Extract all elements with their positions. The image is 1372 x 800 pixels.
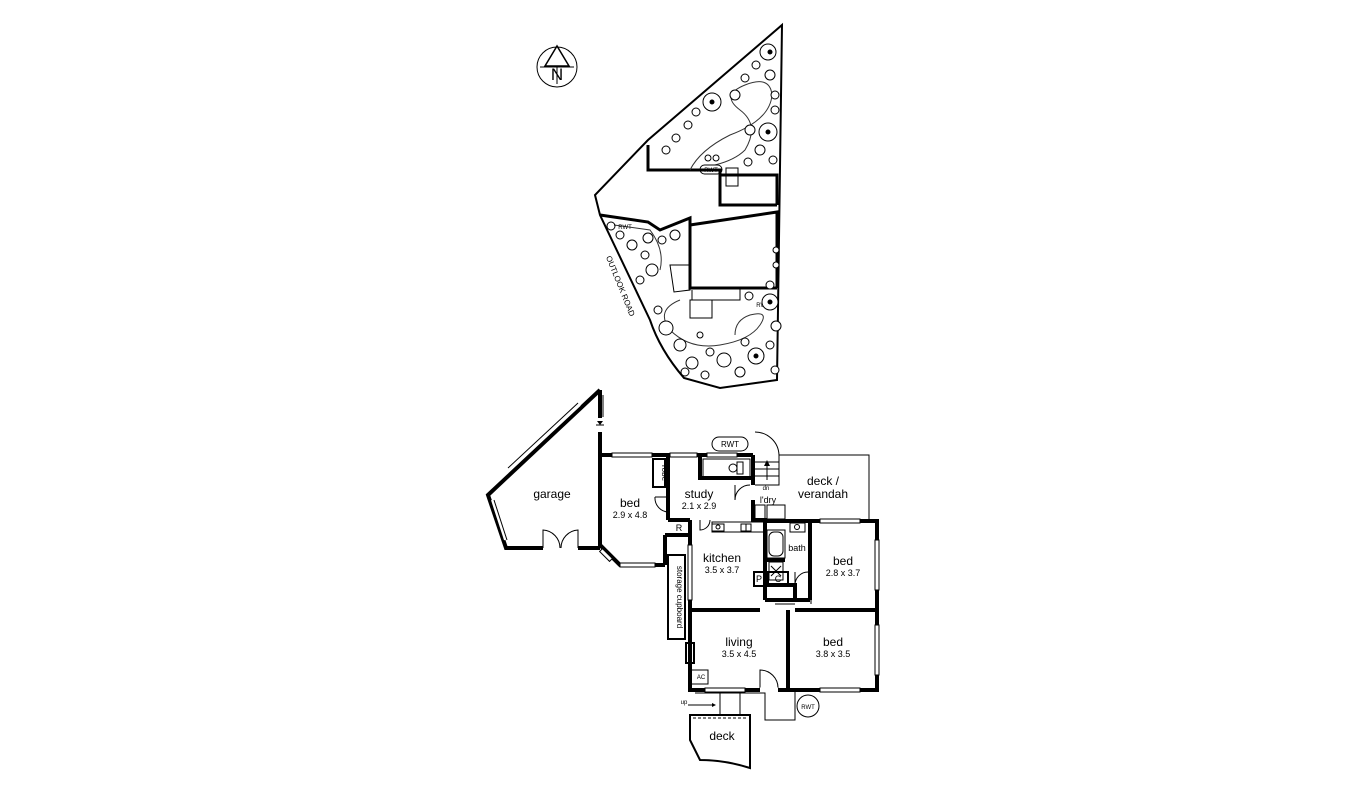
room-label-bed2: bed xyxy=(833,554,853,568)
entry-deck xyxy=(688,690,796,770)
mark-up: up xyxy=(681,700,688,706)
room-label-kitchen: kitchen xyxy=(703,551,741,565)
laundry xyxy=(754,504,786,521)
garden-path xyxy=(689,81,773,171)
room-label-deck-verandah-1: deck / xyxy=(807,474,840,488)
svg-text:RWT: RWT xyxy=(618,225,632,231)
pantry-box xyxy=(753,571,765,587)
room-label-study: study xyxy=(685,487,714,501)
deck-verandah-outline xyxy=(779,454,870,521)
room-size-living: 3.5 x 4.5 xyxy=(722,649,757,659)
room-size-kitchen: 3.5 x 3.7 xyxy=(705,565,740,575)
room-label-deck-verandah-2: verandah xyxy=(798,487,848,501)
storage-label: storage cupboard xyxy=(675,566,684,628)
robe-label: robe xyxy=(660,465,669,482)
storage-cupboard xyxy=(667,554,686,640)
garden-trees xyxy=(615,43,782,380)
ac-unit-box xyxy=(689,669,709,685)
flow-arrows xyxy=(775,596,812,605)
rwt-tank-top xyxy=(711,436,749,452)
cupboard-box xyxy=(767,571,789,587)
doors xyxy=(654,484,809,693)
compass-letter: N xyxy=(551,65,563,84)
room-size-bed2: 2.8 x 3.7 xyxy=(826,568,861,578)
garage xyxy=(485,388,665,567)
room-label-bed3: bed xyxy=(823,635,843,649)
room-size-bed1: 2.9 x 4.8 xyxy=(613,510,648,520)
rwt-tank-bottom xyxy=(796,694,820,718)
robe-cupboard xyxy=(652,458,666,488)
mark-ac: AC xyxy=(697,675,706,681)
room-label-bath: bath xyxy=(788,543,806,553)
svg-text:RWT: RWT xyxy=(721,440,739,449)
room-label-deck: deck xyxy=(709,729,735,743)
room-label-laundry: l'dry xyxy=(760,495,777,505)
mark-dn: dn xyxy=(763,486,770,492)
stairs-down-icon xyxy=(754,431,780,486)
room-label-living: living xyxy=(725,635,752,649)
site-plan: N RWT RWT RWT xyxy=(536,22,784,390)
svg-text:RWT: RWT xyxy=(801,705,815,711)
room-label-bed1: bed xyxy=(620,496,640,510)
room-size-study: 2.1 x 2.9 xyxy=(682,501,717,511)
mark-p: P xyxy=(756,574,762,584)
compass-icon: N xyxy=(536,44,578,88)
kitchen-bench xyxy=(711,521,766,533)
street-label: OUTLOOK ROAD xyxy=(604,254,637,317)
windows xyxy=(598,452,880,693)
heater-icon xyxy=(685,642,695,664)
svg-text:RWT: RWT xyxy=(704,168,718,174)
mark-c: C xyxy=(775,574,782,584)
floor-plan: garage xyxy=(485,388,880,770)
toilet-icon xyxy=(702,458,751,480)
garden-path xyxy=(613,224,662,271)
mark-r: R xyxy=(676,523,683,533)
room-size-bed3: 3.8 x 3.5 xyxy=(816,649,851,659)
room-label-garage: garage xyxy=(533,487,571,501)
